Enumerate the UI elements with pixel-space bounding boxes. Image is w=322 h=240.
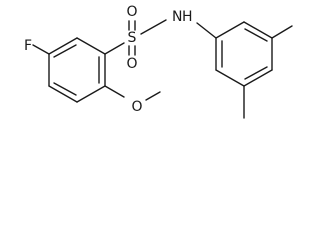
c-f-bond: [32, 44, 50, 55]
ring-double-bond-inner: [53, 44, 77, 58]
structure-svg: F S O O N H O: [24, 4, 293, 119]
nitrogen-atom-label: N: [172, 9, 182, 25]
ring-bond: [243, 21, 273, 39]
c-o-bond-methoxy: [104, 85, 125, 98]
ring-double-bond-inner: [53, 82, 77, 96]
fluorine-atom-label: F: [24, 38, 32, 54]
ring-bond: [48, 85, 78, 103]
ring-double-bond-inner: [244, 66, 268, 80]
n-c-bond: [196, 22, 217, 39]
ring-bond: [215, 69, 245, 87]
ring-double-bond-inner: [244, 28, 268, 42]
ring-bond: [76, 37, 106, 55]
left-benzene-ring: [48, 37, 106, 103]
ring-bond: [215, 21, 245, 39]
o-methyl-bond: [145, 91, 161, 101]
ring-bond: [76, 85, 106, 103]
sulfur-atom-label: S: [128, 30, 137, 46]
c-s-bond: [104, 42, 125, 55]
ring-bond: [243, 69, 273, 87]
oxygen-atom-label-top: O: [126, 4, 137, 20]
s-n-bond: [140, 19, 167, 35]
chemical-structure-diagram: F S O O N H O: [24, 4, 293, 119]
hydrogen-atom-label: H: [182, 9, 193, 25]
oxygen-atom-label-bottom: O: [126, 56, 137, 72]
right-benzene-ring: [215, 21, 273, 87]
methoxy-oxygen-atom-label: O: [131, 99, 142, 115]
ring-bond: [48, 37, 78, 55]
methyl-bond-top: [271, 25, 293, 39]
